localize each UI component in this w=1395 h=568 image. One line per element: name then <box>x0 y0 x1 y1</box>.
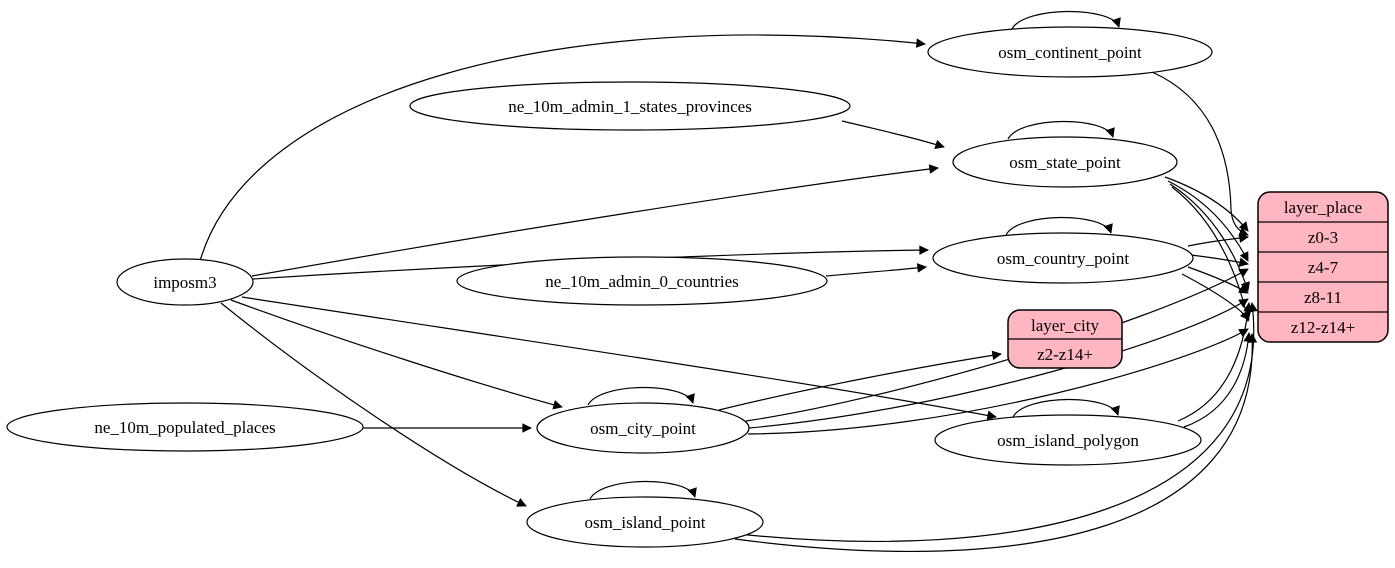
osm_island_point-label: osm_island_point <box>585 513 706 532</box>
node-osm_continent_point: osm_continent_point <box>927 26 1213 78</box>
edge-osm_island_polygon-layer_place-z12-z14 <box>1183 332 1254 428</box>
edge-osm_state_point-layer_place-z8-11 <box>1169 183 1250 292</box>
layer_place-row-z8-11: z8-11 <box>1304 288 1342 307</box>
node-ne_10m_admin_0_countries: ne_10m_admin_0_countries <box>456 256 828 306</box>
edge-osm_city_point-layer_place-z8-11 <box>748 298 1249 429</box>
selfloop-osm_city_point <box>587 386 695 406</box>
osm_state_point-ellipse <box>952 136 1178 188</box>
node-osm_city_point: osm_city_point <box>536 402 750 454</box>
ne_10m_admin_0_countries-label: ne_10m_admin_0_countries <box>545 272 739 291</box>
layer_place-row-z0-3: z0-3 <box>1308 228 1338 247</box>
edge-imposm3-osm_city_point <box>230 299 563 410</box>
osm_island_polygon-label: osm_island_polygon <box>997 431 1139 450</box>
osm_country_point-ellipse <box>932 232 1194 284</box>
node-osm_island_point: osm_island_point <box>526 496 764 548</box>
edge-osm_island_point-layer_place-z8-11 <box>737 302 1258 542</box>
edge-osm_island_polygon-layer_place-z8-11 <box>1177 302 1253 422</box>
ne_10m_populated_places-ellipse <box>6 402 364 452</box>
node-ne_10m_admin_1_states_provinces: ne_10m_admin_1_states_provinces <box>409 81 851 131</box>
node-imposm3: imposm3 <box>116 258 254 306</box>
edge-imposm3-osm_island_polygon <box>241 296 997 421</box>
osm_continent_point-label: osm_continent_point <box>998 43 1142 62</box>
node-osm_country_point: osm_country_point <box>932 232 1194 284</box>
edge-osm_country_point-layer_place-z12-z14 <box>1181 273 1250 321</box>
layer_place-record <box>1257 191 1389 343</box>
selfloop-osm_state_point <box>1007 120 1115 140</box>
edge-osm_island_point-layer_place-z12-z14 <box>734 333 1258 553</box>
layer_city-row-z2-z14: z2-z14+ <box>1037 345 1093 364</box>
layer_place-row-z12-z14: z12-z14+ <box>1291 318 1355 337</box>
edge-imposm3-osm_state_point <box>251 164 939 277</box>
edge-ne_10m_admin_1_states_provinces-osm_state_point <box>841 120 945 150</box>
selfloop-osm_continent_point <box>1011 10 1121 30</box>
osm_city_point-label: osm_city_point <box>590 419 696 438</box>
layer_city-title: layer_city <box>1031 316 1099 335</box>
osm_island_polygon-ellipse <box>934 414 1202 466</box>
edge-ne_10m_admin_0_countries-osm_country_point <box>825 263 927 277</box>
ne_10m_populated_places-label: ne_10m_populated_places <box>94 418 275 437</box>
node-osm_island_polygon: osm_island_polygon <box>934 414 1202 466</box>
osm_state_point-label: osm_state_point <box>1009 153 1121 172</box>
edge-imposm3-osm_continent_point <box>199 34 926 262</box>
ne_10m_admin_0_countries-ellipse <box>456 256 828 306</box>
edge-osm_continent_point-layer_place-z0-3 <box>1151 71 1249 237</box>
node-layer_place: layer_place z0-3 z4-7 z8-11 z12-z14+ <box>1257 191 1389 343</box>
edge-osm_country_point-layer_place-z0-3 <box>1187 233 1249 247</box>
osm_continent_point-ellipse <box>927 26 1213 78</box>
selfloop-osm_island_point <box>589 480 697 500</box>
ne_10m_admin_1_states_provinces-ellipse <box>409 81 851 131</box>
edge-osm_state_point-layer_place-z0-3 <box>1164 176 1249 232</box>
selfloop-osm_country_point <box>1005 216 1113 236</box>
imposm3-ellipse <box>116 258 254 306</box>
edge-osm_state_point-layer_place-z4-7 <box>1167 180 1249 262</box>
edge-osm_country_point-layer_place-z4-7 <box>1190 254 1249 267</box>
selfloop-osm_island_polygon <box>1012 398 1120 418</box>
edge-osm_city_point-layer_place-z4-7 <box>745 268 1249 422</box>
node-layer_city: layer_city z2-z14+ <box>1007 309 1123 369</box>
layer_place-title: layer_place <box>1284 198 1362 217</box>
osm_country_point-label: osm_country_point <box>997 249 1129 268</box>
ne_10m_admin_1_states_provinces-label: ne_10m_admin_1_states_provinces <box>508 97 752 116</box>
osm_city_point-ellipse <box>536 402 750 454</box>
node-osm_state_point: osm_state_point <box>952 136 1178 188</box>
edge-osm_city_point-layer_place-z12-z14 <box>747 328 1249 435</box>
edge-imposm3-osm_island_point <box>220 302 527 507</box>
imposm3-label: imposm3 <box>153 273 216 292</box>
node-ne_10m_populated_places: ne_10m_populated_places <box>6 402 364 452</box>
edge-osm_city_point-layer_city-z2-z14 <box>718 350 1002 411</box>
osm_island_point-ellipse <box>526 496 764 548</box>
layer_place-row-z4-7: z4-7 <box>1308 258 1339 277</box>
